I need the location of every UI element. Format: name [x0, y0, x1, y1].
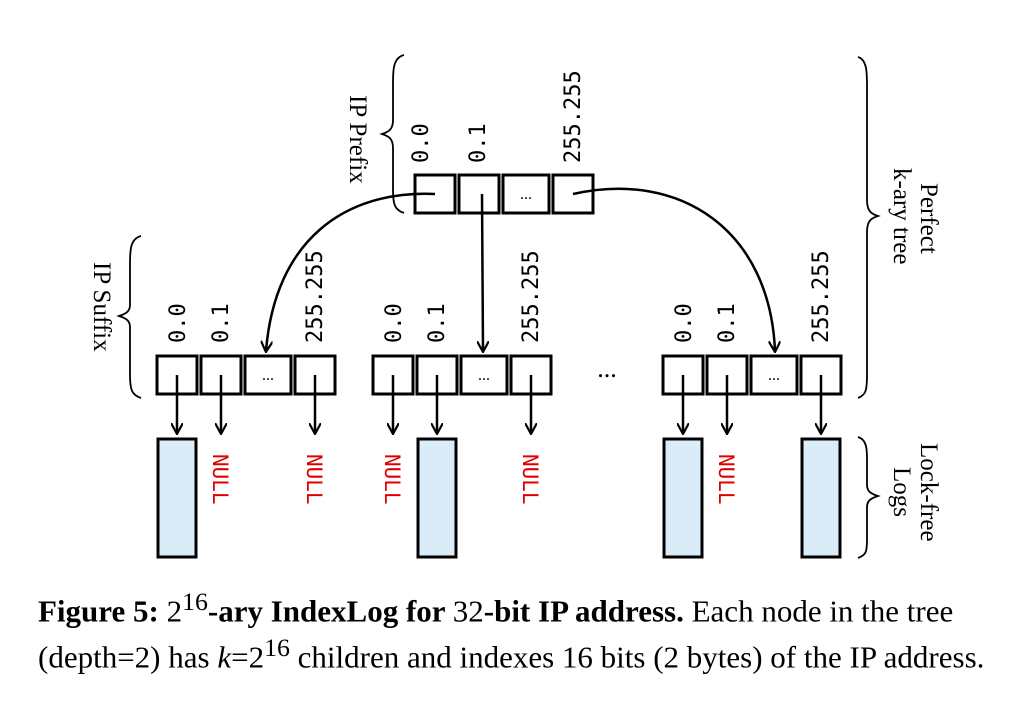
child3-label-0: 0.0: [672, 303, 697, 343]
null-label: NULL: [380, 454, 404, 505]
log-block: [156, 437, 198, 559]
suffix-label: IP Suffix: [88, 262, 115, 352]
child1-label-1: 0.1: [209, 303, 234, 343]
prefix-label: IP Prefix: [344, 95, 371, 184]
child3-cell-ellipsis: [749, 354, 799, 396]
root-to-child1-arrow: [266, 192, 436, 351]
child2-label-last: 255.255: [519, 250, 544, 343]
child1-label-last: 255.255: [303, 250, 328, 343]
prefix-brace: [379, 54, 405, 214]
child3-label-last: 255.255: [809, 250, 834, 343]
logs-label-line2: Logs: [888, 467, 915, 517]
root-to-child2-arrow: [482, 193, 483, 351]
caption-exponent: 16: [182, 587, 208, 616]
child3-ellipsis: ...: [768, 367, 780, 384]
root-to-child3-arrow: [572, 187, 775, 351]
root-cell-1: [457, 173, 501, 215]
child3-label-1: 0.1: [715, 303, 740, 343]
caption-k: k: [217, 639, 232, 675]
null-label: NULL: [714, 454, 738, 505]
tree-label-line1: Perfect: [915, 183, 942, 254]
child1-label-0: 0.0: [166, 303, 191, 343]
root-label-0: 0.0: [409, 123, 434, 163]
tree-brace: [857, 56, 881, 399]
log-block: [800, 437, 842, 559]
child2-cell-ellipsis: [459, 354, 509, 396]
caption-base: 2: [166, 593, 183, 629]
log-block: [416, 437, 458, 559]
null-label: NULL: [208, 454, 232, 505]
child1-cell-ellipsis: [243, 354, 293, 396]
between-nodes-ellipsis: ...: [597, 354, 617, 383]
child2-ellipsis: ...: [478, 367, 490, 384]
logs-label-line1: Lock-free: [915, 443, 942, 542]
caption-body-1: Each node in the tree (depth=2) has: [38, 593, 954, 675]
child2-label-1: 0.1: [425, 303, 450, 343]
root-label-last: 255.255: [561, 70, 586, 163]
figure-caption: Figure 5: 216-ary IndexLog for 32-bit IP…: [38, 583, 1000, 676]
root-label-1: 0.1: [466, 123, 491, 163]
indexlog-diagram: IP Prefix IP Suffix Perfect k-ary tree L…: [88, 54, 942, 559]
caption-eq: =2: [231, 639, 265, 675]
caption-bits: 32: [452, 593, 484, 629]
caption-body-2: children and indexes 16 bits (2 bytes) o…: [289, 639, 985, 675]
child-node-3: ... 0.0 0.1 255.255: [661, 250, 843, 396]
caption-figure-number: Figure 5:: [38, 593, 159, 629]
child-node-1: ... 0.0 0.1 255.255: [155, 250, 337, 396]
null-label: NULL: [302, 454, 326, 505]
child1-ellipsis: ...: [262, 367, 274, 384]
root-ellipsis: ...: [520, 186, 532, 203]
tree-label-line2: k-ary tree: [888, 168, 915, 264]
null-label: NULL: [518, 454, 542, 505]
caption-title-rest: -ary IndexLog for: [207, 593, 453, 629]
child2-label-0: 0.0: [382, 303, 407, 343]
caption-title-end: -bit IP address.: [483, 593, 684, 629]
suffix-brace: [116, 235, 142, 399]
caption-exponent-2: 16: [264, 633, 290, 663]
log-block: [662, 437, 704, 559]
root-cell-ellipsis: [501, 173, 551, 215]
root-node: ... 0.0 0.1 255.255: [409, 70, 595, 215]
child-node-2: ... 0.0 0.1 255.255: [371, 250, 553, 396]
logs-brace: [857, 436, 881, 559]
